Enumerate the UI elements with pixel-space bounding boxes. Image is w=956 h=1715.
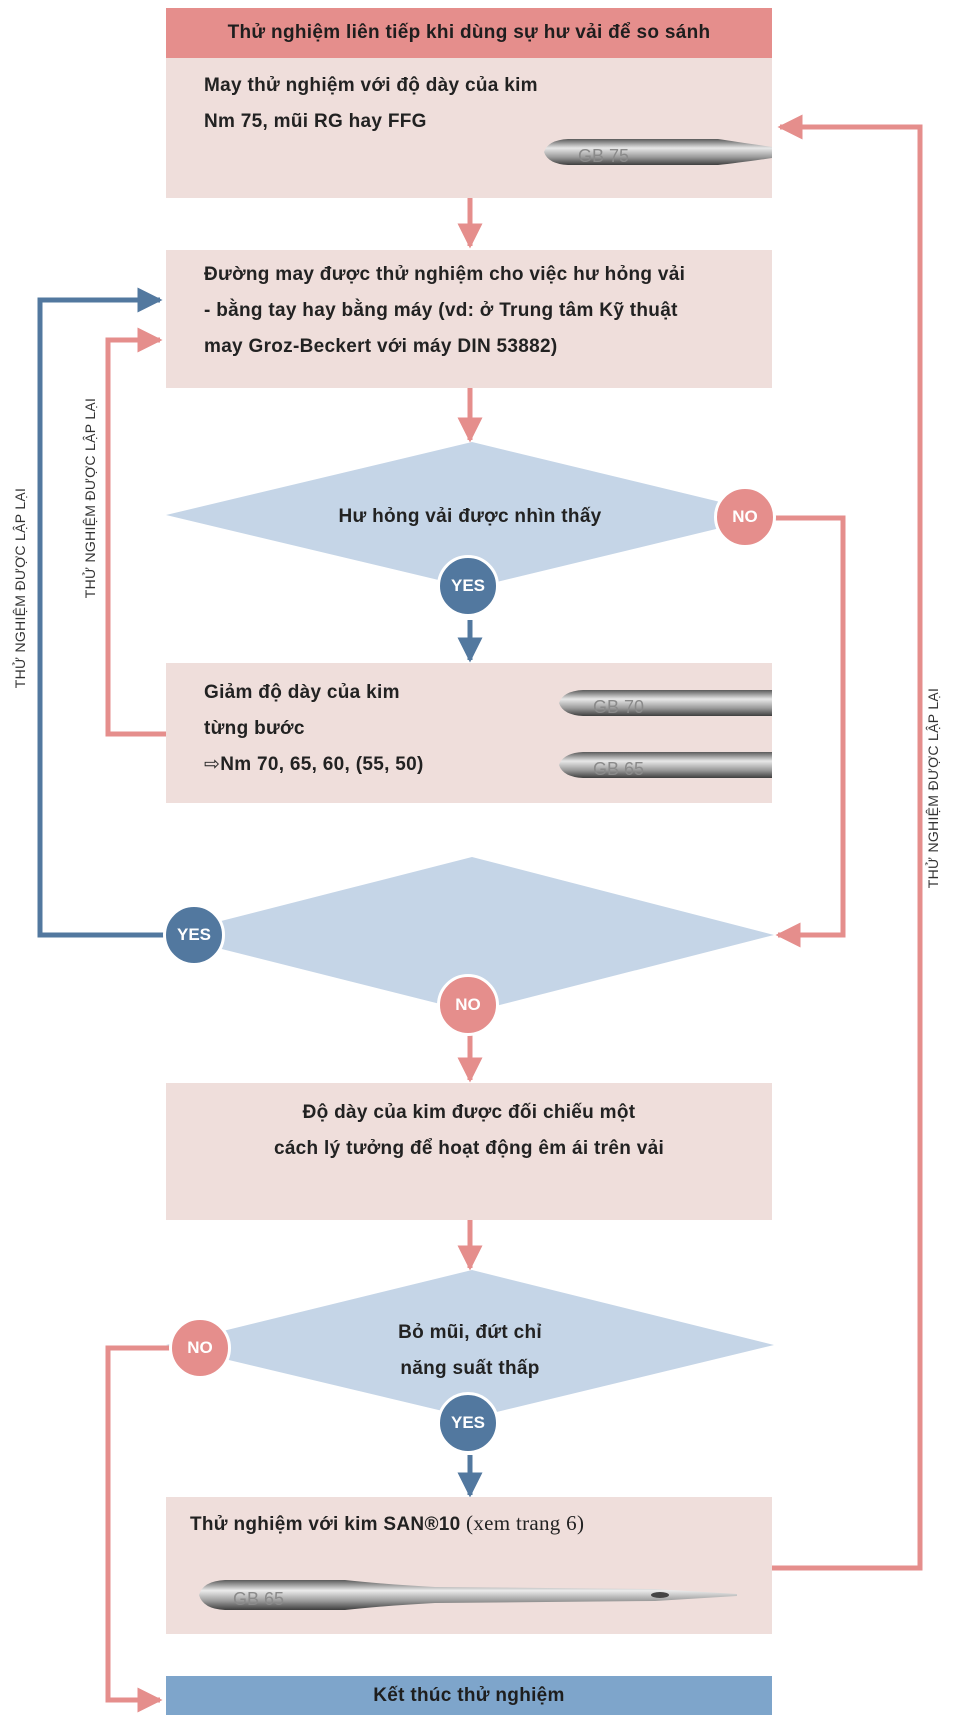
- step2-line1: Đường may được thử nghiệm cho việc hư hỏ…: [204, 264, 686, 285]
- decision3-no-badge: NO: [169, 1317, 231, 1379]
- step2-text: Đường may được thử nghiệm cho việc hư hỏ…: [204, 257, 685, 365]
- needle-san10-image: GB 65: [199, 1580, 737, 1610]
- step5-box: [166, 1497, 772, 1634]
- loop-inner-left: [105, 327, 166, 737]
- connector-decision3-no: [105, 1345, 175, 1713]
- connector-decision1-no: [774, 515, 846, 948]
- decision2-yes-badge: YES: [163, 904, 225, 966]
- decision3-text: Bỏ mũi, đứt chỉ năng suất thấp: [320, 1315, 620, 1387]
- step1-text: May thử nghiệm với độ dày của kim Nm 75,…: [204, 68, 538, 140]
- decision-diamond-1: [166, 442, 774, 588]
- decision-diamond-3: [166, 1270, 774, 1418]
- loop-outer-left: [37, 287, 166, 938]
- needle-gb70-image: GB 70: [559, 690, 772, 717]
- step4-text: Độ dày của kim được đối chiếu một cách l…: [166, 1095, 772, 1167]
- step4-line1: Độ dày của kim được đối chiếu một: [302, 1102, 636, 1123]
- decision-diamond-2: [166, 857, 774, 1012]
- needle-gb65-image: GB 65: [559, 752, 772, 779]
- step3-line3: ⇨Nm 70, 65, 60, (55, 50): [204, 747, 424, 783]
- step5-text: Thử nghiệm với kim SAN®10 (xem trang 6): [190, 1505, 584, 1543]
- end-label: Kết thúc thử nghiệm: [373, 1684, 565, 1706]
- decision3-line2: năng suất thấp: [400, 1358, 540, 1379]
- decision2-no-badge: NO: [437, 974, 499, 1036]
- step5-bold: Thử nghiệm với kim SAN®10: [190, 1514, 461, 1535]
- end-bar: Kết thúc thử nghiệm: [166, 1676, 772, 1715]
- needle-san10-label: GB 65: [233, 1589, 284, 1609]
- loop-label-inner-left: THỬ NGHIỆM ĐƯỢC LẬP LẠI: [82, 397, 98, 599]
- decision1-text: Hư hỏng vải được nhìn thấy: [338, 506, 602, 527]
- step4-line2: cách lý tưởng để hoạt động êm ái trên vả…: [273, 1138, 665, 1159]
- step3-text: Giảm độ dày của kim từng bước ⇨Nm 70, 65…: [204, 675, 424, 783]
- header-title: Thử nghiệm liên tiếp khi dùng sự hư vải …: [227, 22, 711, 43]
- step1-line1: May thử nghiệm với độ dày của kim: [204, 75, 538, 96]
- decision1-yes-badge: YES: [437, 555, 499, 617]
- header-bar: Thử nghiệm liên tiếp khi dùng sự hư vải …: [166, 8, 772, 58]
- step3-line2: từng bước: [204, 718, 305, 739]
- needle-gb70-label: GB 70: [593, 697, 644, 717]
- step2-line2: - bằng tay hay bằng máy (vd: ở Trung tâm…: [204, 300, 678, 321]
- needle-gb75-image: GB 75: [544, 139, 772, 166]
- loop-label-right: THỬ NGHIỆM ĐƯỢC LẬP LẠI: [925, 687, 941, 889]
- step3-line1: Giảm độ dày của kim: [204, 682, 400, 703]
- step1-line2: Nm 75, mũi RG hay FFG: [204, 111, 427, 132]
- arrow-right-icon: ⇨: [204, 754, 221, 775]
- decision1-no-badge: NO: [714, 486, 776, 548]
- step3-box: [166, 663, 772, 803]
- step5-note: (xem trang 6): [460, 1511, 585, 1535]
- loop-label-outer-left: THỬ NGHIỆM ĐƯỢC LẬP LẠI: [12, 487, 28, 689]
- loop-right: [772, 114, 923, 1571]
- step2-box: [166, 250, 772, 388]
- step4-box: [166, 1083, 772, 1220]
- step2-line3: may Groz-Beckert với máy DIN 53882): [204, 336, 558, 357]
- needle-gb75-label: GB 75: [578, 146, 629, 166]
- decision3-yes-badge: YES: [437, 1392, 499, 1454]
- step1-box: [166, 58, 772, 198]
- step3-line3-text: Nm 70, 65, 60, (55, 50): [220, 754, 424, 775]
- needle-gb65-label: GB 65: [593, 759, 644, 779]
- decision3-line1: Bỏ mũi, đứt chỉ: [398, 1322, 542, 1343]
